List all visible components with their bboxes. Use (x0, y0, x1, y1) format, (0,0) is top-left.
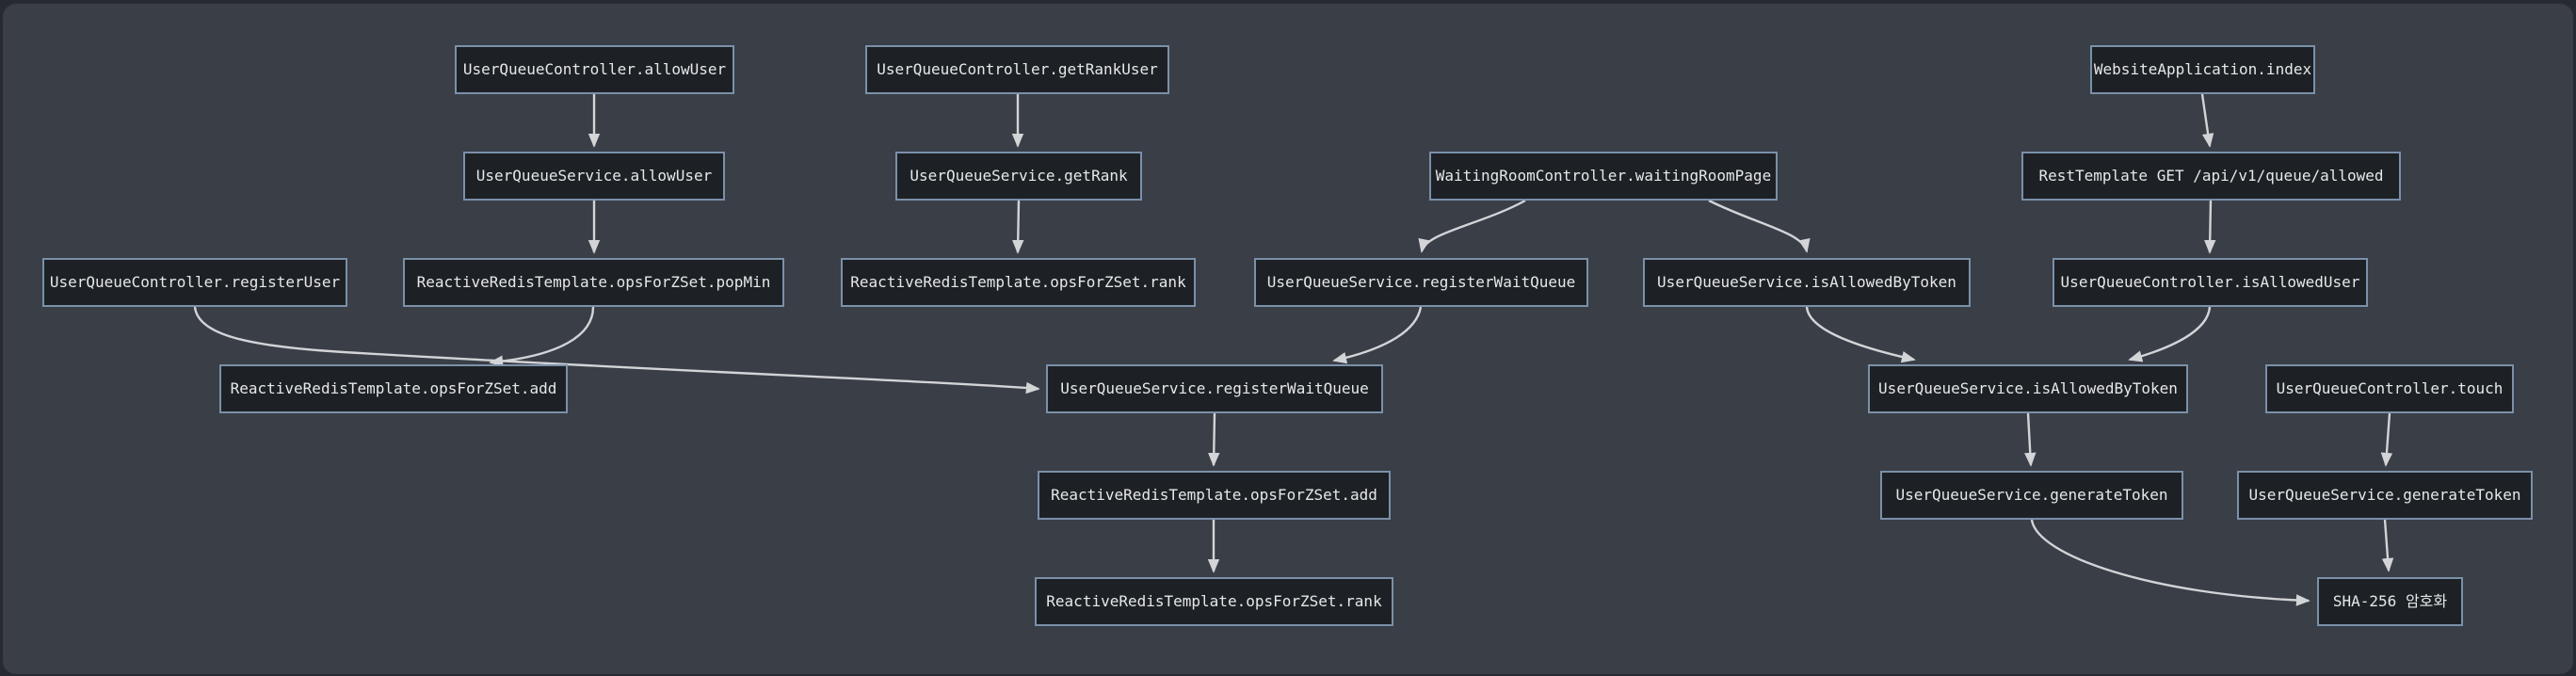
node-rest_template_get: RestTemplate GET /api/v1/queue/allowed (2021, 152, 2401, 201)
node-wrc_waitingRoomPage: WaitingRoomController.waitingRoomPage (1429, 152, 1778, 201)
node-uqs_getRank: UserQueueService.getRank (895, 152, 1142, 201)
node-uqc_registerUser: UserQueueController.registerUser (42, 258, 347, 307)
node-uqc_getRankUser: UserQueueController.getRankUser (865, 45, 1169, 94)
node-uqs_registerWaitQueue_a: UserQueueService.registerWaitQueue (1254, 258, 1588, 307)
node-uqc_allowUser: UserQueueController.allowUser (455, 45, 734, 94)
edge-uqc_registerUser-to-uqs_registerWaitQueue_b (193, 306, 1040, 394)
node-rrt_popMin: ReactiveRedisTemplate.opsForZSet.popMin (403, 258, 784, 307)
edge-uqc_isAllowedUser-to-uqs_isAllowedByToken_b (2128, 306, 2212, 362)
edge-website_index-to-rest_template_get (2200, 93, 2214, 148)
node-website_index: WebsiteApplication.index (2090, 45, 2315, 94)
edges-layer (193, 93, 2394, 606)
node-uqs_generateToken_a: UserQueueService.generateToken (1880, 471, 2183, 520)
edge-uqs_generateToken_a-to-sha256 (2030, 519, 2310, 606)
edge-rrt_popMin-to-rrt_add_a (489, 306, 595, 367)
node-uqs_registerWaitQueue_b: UserQueueService.registerWaitQueue (1046, 364, 1383, 413)
edge-uqs_isAllowedByToken_a-to-uqs_isAllowedByToken_b (1805, 306, 1916, 363)
edge-uqs_getRank-to-rrt_rank_a (1011, 200, 1024, 254)
node-rrt_rank_a: ReactiveRedisTemplate.opsForZSet.rank (841, 258, 1196, 307)
edge-uqs_isAllowedByToken_b-to-uqs_generateToken_a (2024, 412, 2037, 467)
node-rrt_rank_b: ReactiveRedisTemplate.opsForZSet.rank (1035, 577, 1393, 626)
edge-rest_template_get-to-uqc_isAllowedUser (2203, 200, 2216, 254)
node-uqs_allowUser: UserQueueService.allowUser (463, 152, 725, 201)
node-uqs_isAllowedByToken_b: UserQueueService.isAllowedByToken (1868, 364, 2188, 413)
edge-wrc_waitingRoomPage-to-uqs_registerWaitQueue_a (1418, 199, 1526, 253)
node-uqs_isAllowedByToken_a: UserQueueService.isAllowedByToken (1643, 258, 1971, 307)
node-uqs_generateToken_b: UserQueueService.generateToken (2237, 471, 2533, 520)
edge-uqs_registerWaitQueue_a-to-uqs_registerWaitQueue_b (1332, 306, 1423, 364)
edge-uqc_touch-to-uqs_generateToken_b (2380, 412, 2393, 467)
node-sha256: SHA-256 암호화 (2317, 577, 2463, 626)
edge-uqs_registerWaitQueue_b-to-rrt_add_b (1207, 412, 1220, 467)
node-rrt_add_b: ReactiveRedisTemplate.opsForZSet.add (1038, 471, 1391, 520)
node-uqc_isAllowedUser: UserQueueController.isAllowedUser (2053, 258, 2368, 307)
node-rrt_add_a: ReactiveRedisTemplate.opsForZSet.add (219, 364, 568, 413)
edge-uqs_generateToken_b-to-sha256 (2381, 519, 2394, 572)
edge-wrc_waitingRoomPage-to-uqs_isAllowedByToken_a (1708, 199, 1811, 253)
node-uqc_touch: UserQueueController.touch (2265, 364, 2514, 413)
